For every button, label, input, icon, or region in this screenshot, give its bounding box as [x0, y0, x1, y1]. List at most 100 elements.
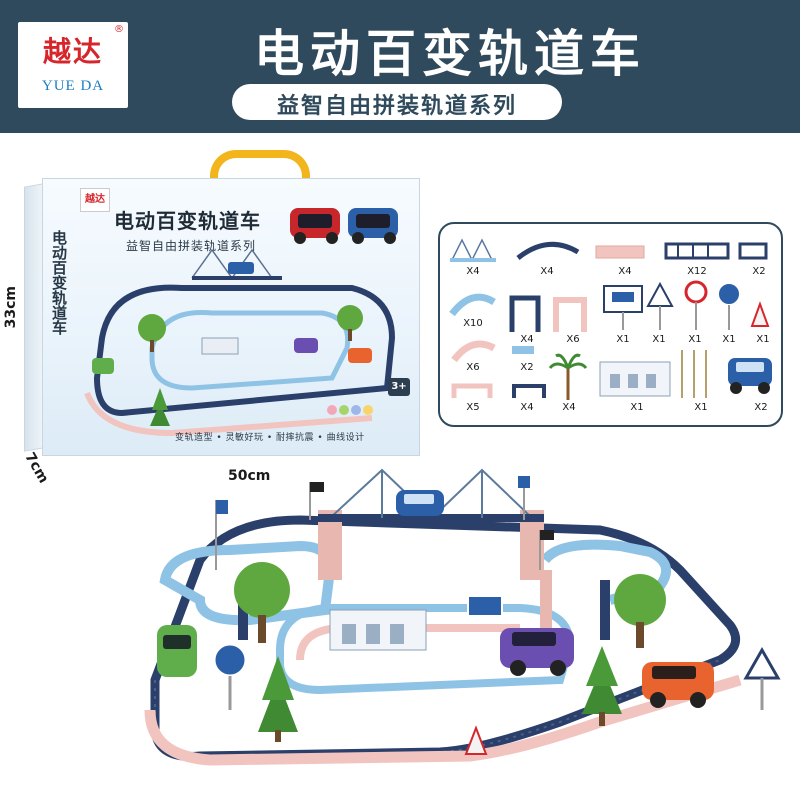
blue-flag-icon: [215, 500, 228, 570]
header-banner: ® 越达 YUE DA 电动百变轨道车 益智自由拼装轨道系列: [0, 0, 800, 133]
box-purple-car-icon: [294, 338, 318, 353]
blue-arch-icon: [512, 384, 546, 398]
checkered-flag-icon: [539, 530, 554, 570]
part-qty: X12: [687, 266, 707, 277]
pink-straight-rail-icon: [595, 245, 645, 259]
assembled-track-scene: [144, 468, 781, 766]
box-side-text: 电动百变轨道车: [50, 230, 68, 335]
billboard: [467, 595, 503, 617]
box-side-panel: [24, 183, 44, 452]
blue-race-car: [396, 490, 444, 516]
part-qty: X4: [618, 266, 632, 277]
palm-tree-icon: [548, 353, 588, 400]
orange-race-car: [642, 662, 714, 708]
round-tree: [234, 562, 290, 643]
billboard-sign-icon: [603, 285, 643, 330]
part-qty: X1: [694, 402, 708, 413]
support-pillar: [600, 580, 610, 640]
box-car-red-icon: [290, 208, 340, 244]
triangle-sign-icon: [646, 281, 674, 330]
box-title: 电动百变轨道车: [114, 209, 261, 233]
green-race-car: [157, 625, 197, 677]
age-badge: 3+: [388, 378, 410, 396]
subtitle-pill: 益智自由拼装轨道系列: [232, 84, 562, 120]
part-qty: X1: [652, 334, 666, 345]
part-qty: X4: [466, 266, 480, 277]
box-feature-line: 变轨造型 • 灵敏好玩 • 耐摔抗震 • 曲线设计: [175, 433, 365, 443]
parts-illustrations: [449, 238, 772, 400]
box-track-loop: [93, 284, 396, 417]
feature-dot: [327, 405, 337, 415]
checkered-flag-icon: [309, 482, 324, 520]
part-qty: X6: [466, 362, 480, 373]
box-bridge-car-icon: [228, 262, 254, 274]
registered-mark: ®: [114, 24, 124, 35]
round-sign-icon: [684, 280, 708, 330]
brand-logo: ® 越达 YUE DA: [18, 22, 128, 108]
dimension-height: 33cm: [3, 286, 19, 329]
pine-tree: [582, 646, 622, 726]
curved-rail-icon: [516, 241, 580, 260]
connector-icon: [512, 346, 534, 354]
part-qty: X2: [752, 266, 766, 277]
pink-pillar-icon: [553, 297, 587, 332]
part-qty: X4: [540, 266, 554, 277]
pink-curve-icon: [451, 340, 496, 363]
inner-track: [276, 604, 575, 695]
part-qty: X1: [616, 334, 630, 345]
suspension-bridge: [318, 468, 544, 580]
box-artwork: [84, 208, 398, 437]
purple-race-car: [500, 628, 574, 676]
short-rail-icon: [738, 242, 768, 260]
traffic-cone-icon: [750, 301, 770, 327]
pink-track: [144, 674, 742, 766]
box-track-inner: [149, 309, 351, 391]
box-car-blue-icon: [348, 208, 398, 244]
suspension-bridge-icon: [450, 238, 496, 262]
pine-tree: [258, 656, 298, 742]
part-qty: X2: [754, 402, 768, 413]
pink-arch-icon: [451, 383, 493, 398]
part-qty: X4: [562, 402, 576, 413]
feature-dot: [363, 405, 373, 415]
part-qty: X1: [630, 402, 644, 413]
box-station-icon: [201, 337, 239, 355]
box-handle: [210, 150, 310, 184]
part-qty: X5: [466, 402, 480, 413]
part-qty: X1: [688, 334, 702, 345]
gas-station-icon: [599, 361, 671, 397]
product-title: 电动百变轨道车: [254, 25, 646, 83]
part-qty: X1: [756, 334, 770, 345]
box-tree-icon: [138, 314, 166, 352]
race-sign-icon: [717, 282, 741, 330]
blue-flag-icon: [518, 476, 530, 520]
dimension-width: 50cm: [228, 468, 271, 484]
part-qty: X1: [722, 334, 736, 345]
box-track-pink: [84, 391, 373, 437]
round-tree: [614, 574, 666, 648]
gas-station: [329, 609, 427, 651]
blue-straight-rail-icon: [664, 242, 730, 260]
toy-car-icon: [728, 358, 772, 394]
round-race-sign: [212, 642, 248, 710]
curved-ramp-icon: [449, 293, 496, 317]
part-qty: X4: [520, 402, 534, 413]
support-pillar: [540, 570, 552, 640]
brand-logo-chinese: 越达: [42, 35, 103, 68]
box-green-car-icon: [92, 358, 114, 374]
traffic-cone: [464, 725, 488, 755]
triangle-warning-sign: [743, 646, 781, 710]
blue-pillar-icon: [509, 295, 541, 332]
part-qty: X10: [463, 318, 483, 329]
part-qty: X6: [566, 334, 580, 345]
flag-poles-icon: [681, 350, 707, 398]
brand-logo-english: YUE DA: [41, 78, 105, 94]
product-subtitle: 益智自由拼装轨道系列: [276, 94, 517, 119]
box-tree-icon: [337, 305, 363, 341]
box-pine-icon: [150, 388, 170, 426]
feature-dot: [351, 405, 361, 415]
box-logo: 越达: [80, 188, 110, 212]
feature-dot: [339, 405, 349, 415]
box-orange-car-icon: [348, 348, 372, 363]
right-spiral-ramp: [541, 539, 672, 605]
